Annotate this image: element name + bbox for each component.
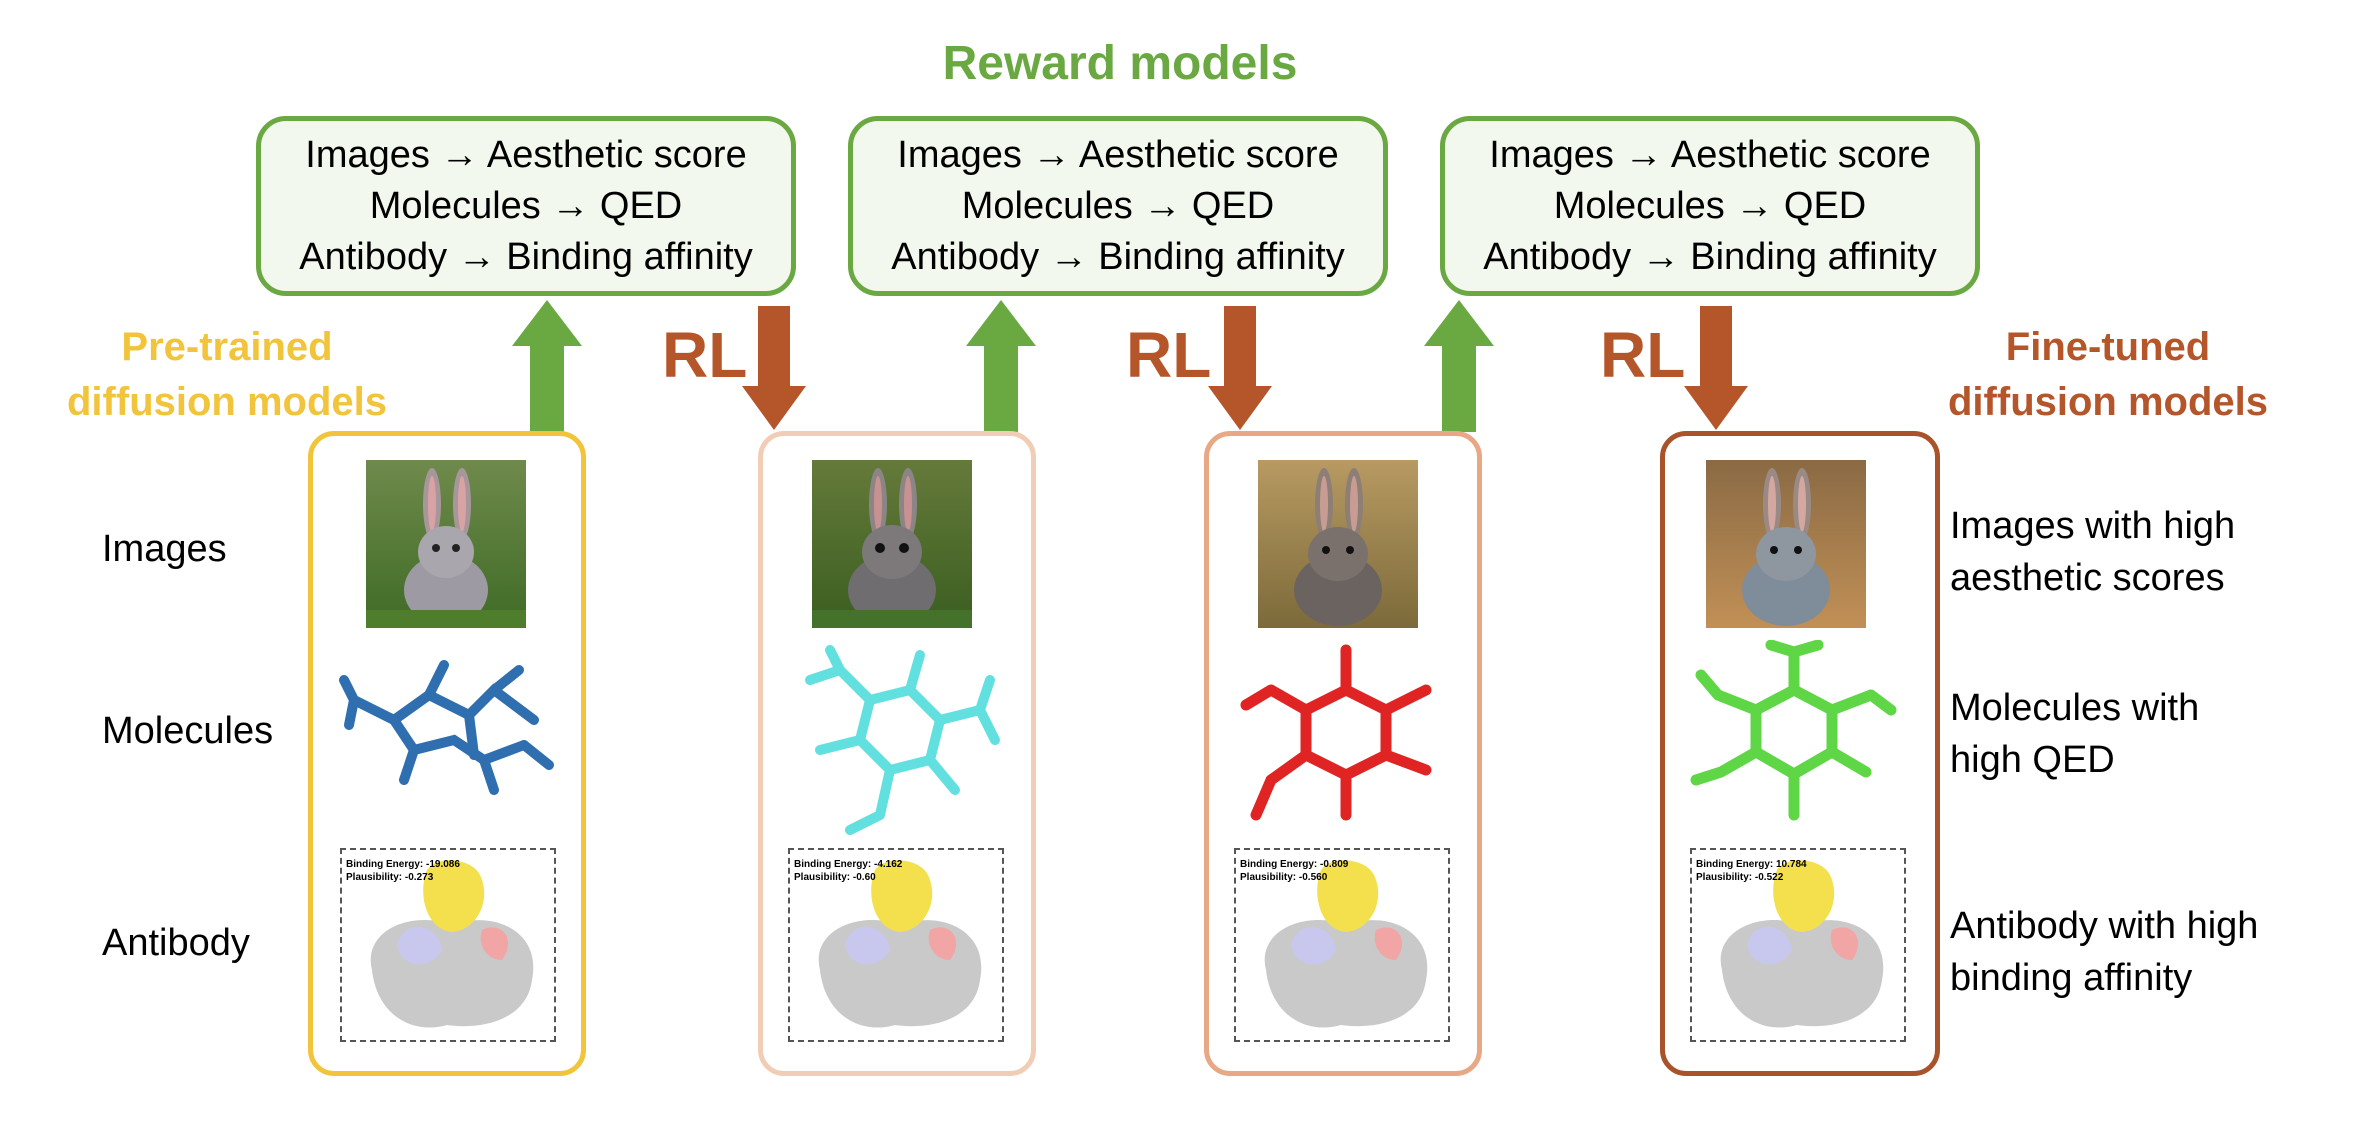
rl-label-1: RL — [662, 319, 748, 391]
binding-energy-2: Binding Energy: -4.162 — [794, 859, 903, 870]
binding-energy-3: Binding Energy: -0.809 — [1240, 859, 1349, 870]
rl-down-arrow-3 — [1684, 306, 1748, 430]
reward-line-molecules: Molecules → QED — [1553, 184, 1867, 227]
molecule-3 — [1240, 644, 1432, 821]
reward-models-title: Reward models — [942, 37, 1298, 90]
molecule-4 — [1690, 640, 1897, 821]
desc-antibody: Antibody with high binding affinity — [1950, 900, 2258, 1004]
reward-line-antibody: Antibody → Binding affinity — [891, 235, 1345, 278]
plausibility-2: Plausibility: -0.60 — [794, 872, 876, 883]
reward-line-molecules: Molecules → QED — [961, 184, 1275, 227]
desc-antibody-line-1: Antibody with high — [1950, 905, 2259, 947]
plausibility-3: Plausibility: -0.560 — [1240, 872, 1328, 883]
rl-label-2: RL — [1126, 319, 1212, 391]
up-arrow-green-3 — [1424, 300, 1494, 432]
reward-line-antibody: Antibody → Binding affinity — [299, 235, 753, 278]
molecule-2 — [805, 645, 1000, 835]
up-arrow-green-2 — [966, 300, 1036, 432]
fine-tuned-label: Fine-tuned diffusion models — [1918, 320, 2298, 430]
antibody-stats-2: Binding Energy: -4.162 Plausibility: -0.… — [794, 858, 902, 884]
row-label-antibody: Antibody — [102, 922, 250, 964]
reward-box-2: Images → Aesthetic score Molecules → QED… — [848, 116, 1388, 296]
rl-label-3: RL — [1600, 319, 1686, 391]
fine-tuned-line-1: Fine-tuned — [2005, 325, 2211, 369]
plausibility-1: Plausibility: -0.273 — [346, 872, 434, 883]
reward-line-antibody: Antibody → Binding affinity — [1483, 235, 1937, 278]
rabbit-image-4 — [1706, 460, 1866, 628]
desc-molecules-line-1: Molecules with — [1950, 687, 2200, 729]
reward-box-3: Images → Aesthetic score Molecules → QED… — [1440, 116, 1980, 296]
antibody-panel-2: Binding Energy: -4.162 Plausibility: -0.… — [788, 848, 1004, 1042]
rabbit-image-1 — [366, 460, 526, 628]
antibody-stats-3: Binding Energy: -0.809 Plausibility: -0.… — [1240, 858, 1348, 884]
antibody-panel-1: Binding Energy: -19.086 Plausibility: -0… — [340, 848, 556, 1042]
desc-molecules-line-2: high QED — [1950, 739, 2115, 781]
rl-down-arrow-1 — [742, 306, 806, 430]
pre-trained-label: Pre-trained diffusion models — [42, 320, 412, 430]
molecule-1 — [339, 660, 554, 795]
reward-line-images: Images → Aesthetic score — [897, 133, 1339, 176]
fine-tuned-line-2: diffusion models — [1948, 380, 2268, 424]
desc-images-line-1: Images with high — [1950, 505, 2236, 547]
antibody-stats-1: Binding Energy: -19.086 Plausibility: -0… — [346, 858, 460, 884]
row-label-molecules: Molecules — [102, 710, 274, 752]
reward-box-1: Images → Aesthetic score Molecules → QED… — [256, 116, 796, 296]
up-arrow-green-1 — [512, 300, 582, 432]
binding-energy-1: Binding Energy: -19.086 — [346, 859, 460, 870]
desc-antibody-line-2: binding affinity — [1950, 957, 2193, 999]
reward-line-images: Images → Aesthetic score — [1489, 133, 1931, 176]
antibody-stats-4: Binding Energy: 10.784 Plausibility: -0.… — [1696, 858, 1807, 884]
pre-trained-line-2: diffusion models — [67, 380, 387, 424]
rl-down-arrow-2 — [1208, 306, 1272, 430]
desc-images-line-2: aesthetic scores — [1950, 557, 2225, 599]
desc-images: Images with high aesthetic scores — [1950, 500, 2235, 604]
row-label-images: Images — [102, 528, 227, 570]
antibody-panel-3: Binding Energy: -0.809 Plausibility: -0.… — [1234, 848, 1450, 1042]
plausibility-4: Plausibility: -0.522 — [1696, 872, 1784, 883]
desc-molecules: Molecules with high QED — [1950, 682, 2199, 786]
antibody-panel-4: Binding Energy: 10.784 Plausibility: -0.… — [1690, 848, 1906, 1042]
pre-trained-line-1: Pre-trained — [121, 325, 333, 369]
binding-energy-4: Binding Energy: 10.784 — [1696, 859, 1807, 870]
rabbit-image-2 — [812, 460, 972, 628]
reward-line-images: Images → Aesthetic score — [305, 133, 747, 176]
rabbit-image-3 — [1258, 460, 1418, 628]
reward-line-molecules: Molecules → QED — [369, 184, 683, 227]
